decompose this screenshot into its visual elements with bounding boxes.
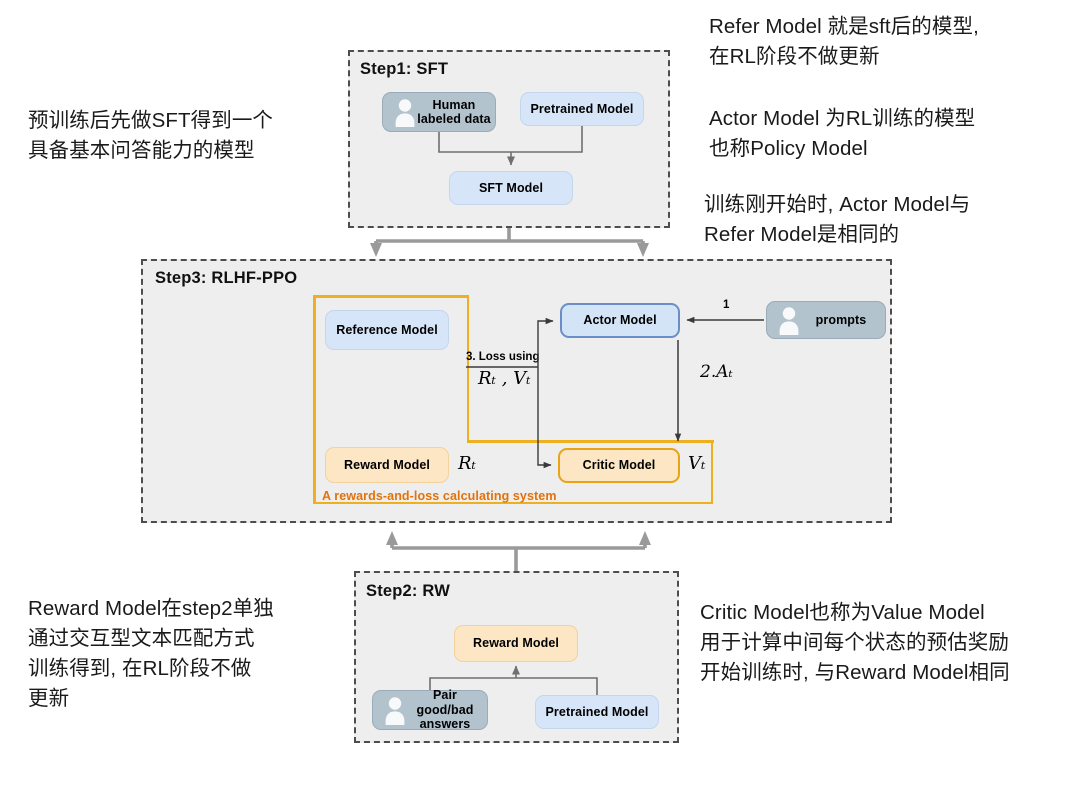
label-reward-rt: Rₜ	[458, 453, 476, 474]
group-edge-left	[313, 295, 316, 504]
connector-step2-to-step3	[386, 531, 651, 571]
group-edge-right	[710, 440, 713, 504]
node-label: Reference Model	[336, 322, 438, 337]
note-reward-model: Reward Model在step2单独 通过交互型文本匹配方式 训练得到, 在…	[28, 597, 274, 710]
node-step2-pretrained-model[interactable]: Pretrained Model	[535, 695, 659, 729]
node-sft-model[interactable]: SFT Model	[449, 171, 573, 205]
node-label: Reward Model	[473, 636, 559, 651]
note-critic-model: Critic Model也称为Value Model 用于计算中间每个状态的预估…	[700, 601, 1010, 684]
step1-title: Step1: SFT	[360, 60, 449, 78]
node-label: Pretrained Model	[545, 704, 649, 719]
node-pair-good-bad-answers[interactable]: Pair good/bad answers	[372, 688, 488, 732]
note-training-start: 训练刚开始时, Actor Model与 Refer Model是相同的	[704, 193, 971, 246]
node-label: Actor Model	[583, 313, 657, 328]
node-label: Critic Model	[582, 458, 656, 473]
step3-panel	[141, 259, 892, 523]
node-actor-model[interactable]: Actor Model	[560, 303, 680, 338]
node-label: Human labeled data	[417, 97, 491, 127]
person-icon	[385, 697, 405, 725]
person-icon	[395, 99, 415, 127]
label-loss-math: Rₜ , Vₜ	[478, 368, 531, 389]
label-value-vt: Vₜ	[688, 453, 706, 474]
group-edge-inner-right	[466, 295, 469, 442]
node-label: prompts	[815, 312, 867, 327]
note-actor-model: Actor Model 为RL训练的模型 也称Policy Model	[709, 107, 976, 160]
node-label: Pretrained Model	[530, 101, 634, 116]
group-edge-notch-top	[466, 440, 714, 443]
node-critic-model[interactable]: Critic Model	[558, 448, 680, 483]
node-reference-model[interactable]: Reference Model	[325, 310, 449, 350]
node-prompts[interactable]: prompts	[766, 301, 886, 339]
group-edge-top	[313, 295, 469, 298]
node-label: Pair good/bad answers	[416, 688, 474, 732]
connector-step1-to-step3	[370, 228, 649, 257]
node-label: SFT Model	[478, 180, 544, 195]
node-step2-reward-model[interactable]: Reward Model	[454, 625, 578, 662]
note-refer-model: Refer Model 就是sft后的模型, 在RL阶段不做更新	[709, 15, 979, 68]
step2-title: Step2: RW	[366, 582, 451, 600]
node-label: Reward Model	[344, 457, 430, 472]
person-icon	[779, 307, 799, 335]
note-top-left: 预训练后先做SFT得到一个 具备基本问答能力的模型	[28, 109, 274, 162]
label-prompt-step-number: 1	[723, 299, 730, 311]
label-advantage: 2.Aₜ	[700, 362, 733, 382]
node-human-labeled-data[interactable]: Human labeled data	[382, 92, 496, 132]
step3-title: Step3: RLHF-PPO	[155, 269, 298, 287]
group-edge-bottom	[313, 501, 713, 504]
node-step3-reward-model[interactable]: Reward Model	[325, 447, 449, 483]
group-caption: A rewards-and-loss calculating system	[322, 489, 557, 503]
node-step1-pretrained-model[interactable]: Pretrained Model	[520, 92, 644, 126]
label-loss-using: 3. Loss using	[466, 351, 540, 363]
